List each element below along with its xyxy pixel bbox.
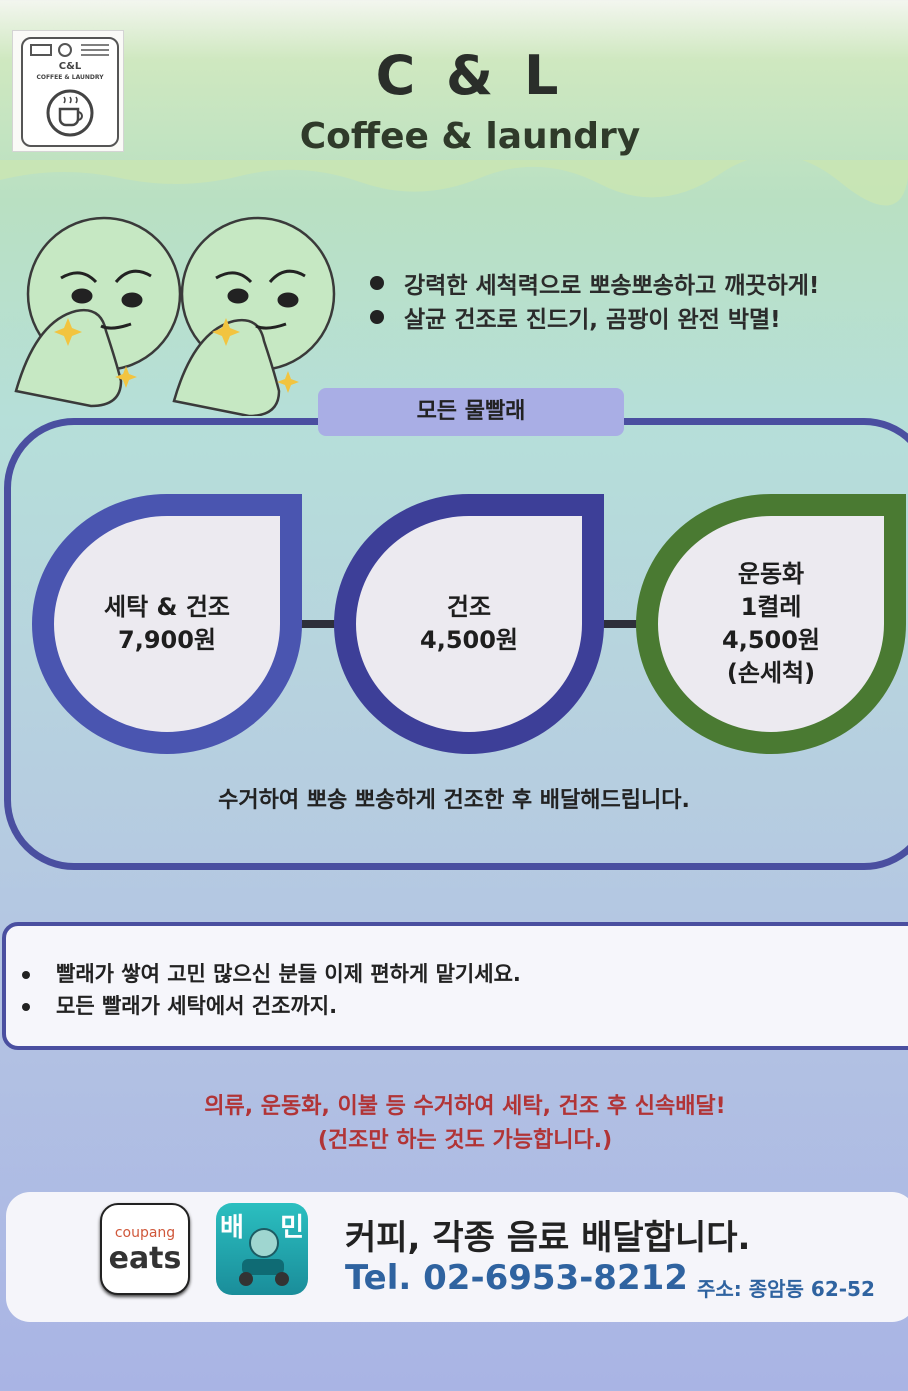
price-card-wash-dry: 세탁 & 건조 7,900원 — [32, 494, 302, 754]
price-card-dry: 건조 4,500원 — [334, 494, 604, 754]
feature-item: 강력한 세척력으로 뽀송뽀송하고 깨끗하게! — [370, 266, 908, 300]
coffee-cup-icon — [46, 89, 94, 137]
sparkle-icon — [54, 318, 299, 393]
connector — [602, 620, 642, 628]
coupang-eats-logo: coupang eats — [100, 1203, 190, 1295]
info-box: 빨래가 쌓여 고민 많으신 분들 이제 편하게 맡기세요. 모든 빨래가 세탁에… — [2, 922, 908, 1050]
connector — [300, 620, 340, 628]
delivery-text: 커피, 각종 음료 배달합니다. — [345, 1218, 751, 1258]
logo-title: C&L — [58, 61, 82, 72]
washing-machine-icon: C&L COFFEE & LAUNDRY — [21, 37, 119, 147]
promo-subline: (건조만 하는 것도 가능합니다.) — [317, 1128, 613, 1153]
info-item: 모든 빨래가 세탁에서 건조까지. — [22, 990, 337, 1020]
wave-divider — [0, 160, 908, 206]
address: 주소: 종암동 62-52 — [697, 1277, 875, 1301]
feature-item: 살균 건조로 진드기, 곰팡이 완전 박멸! — [370, 300, 908, 334]
section-note: 수거하여 뽀송 뽀송하게 건조한 후 배달해드립니다. — [218, 788, 690, 813]
delivery-rider-icon — [239, 1228, 289, 1286]
baemin-logo: 배 민 — [216, 1203, 308, 1295]
logo: C&L COFFEE & LAUNDRY — [12, 30, 124, 152]
page-title: C & L — [375, 44, 565, 107]
section-tab: 모든 물빨래 — [318, 388, 624, 436]
promo-line: 의류, 운동화, 이불 등 수거하여 세탁, 건조 후 신속배달! — [204, 1094, 726, 1119]
info-item: 빨래가 쌓여 고민 많으신 분들 이제 편하게 맡기세요. — [22, 958, 521, 988]
logo-subtitle: COFFEE & LAUNDRY — [36, 74, 104, 81]
phone-number: Tel. 02-6953-8212 — [345, 1258, 688, 1298]
page-subtitle: Coffee & laundry — [299, 116, 641, 157]
thinking-face-icon — [14, 216, 336, 416]
washer-panel-icon — [30, 43, 109, 57]
price-card-sneakers: 운동화 1켤레 4,500원 (손세척) — [636, 494, 906, 754]
feature-list: 강력한 세척력으로 뽀송뽀송하고 깨끗하게! 살균 건조로 진드기, 곰팡이 완… — [370, 266, 908, 334]
